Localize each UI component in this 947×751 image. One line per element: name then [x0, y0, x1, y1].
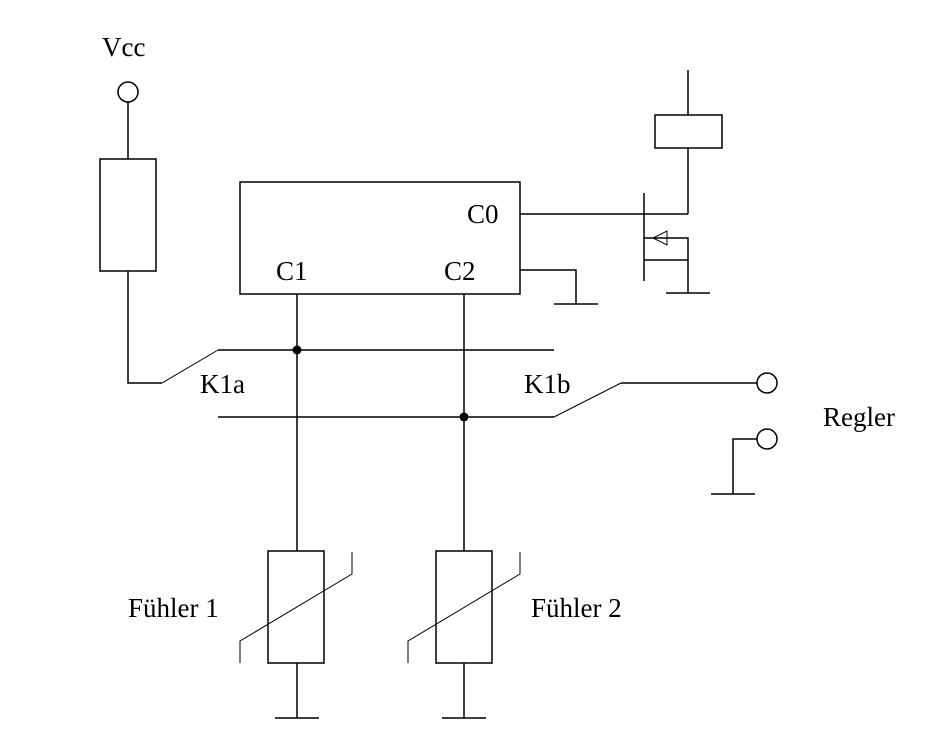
regler-terminal-1	[756, 372, 778, 394]
contact-k1b-blade	[553, 382, 622, 418]
junction-c2-k1b	[459, 412, 469, 422]
wire-resistor-k1a	[127, 271, 162, 384]
mosfet-source	[644, 237, 689, 293]
vcc-terminal	[117, 81, 139, 103]
c2-label: C2	[444, 256, 476, 286]
mosfet-arrow-icon	[651, 230, 668, 246]
relay-coil	[654, 114, 723, 149]
wire-regler-ground	[732, 438, 757, 494]
vcc-label: Vcc	[102, 32, 145, 62]
c0-label: C0	[467, 199, 499, 229]
c1-label: C1	[276, 256, 308, 286]
sensor1-label: Fühler 1	[128, 593, 219, 623]
sensor2-thermistor-slash	[407, 552, 521, 663]
junction-c1-k1a	[292, 345, 302, 355]
regler-label: Regler	[823, 402, 895, 432]
wire-controller-ground	[520, 269, 577, 304]
sensor1-thermistor-slash	[239, 552, 353, 663]
contact-k1a-blade	[161, 349, 219, 384]
sensor2-label: Fühler 2	[531, 593, 622, 623]
regler-terminal-2	[756, 428, 778, 450]
pullup-resistor	[99, 158, 157, 272]
k1a-label: K1a	[200, 369, 245, 399]
k1b-label: K1b	[524, 369, 571, 399]
controller-block	[239, 181, 521, 295]
